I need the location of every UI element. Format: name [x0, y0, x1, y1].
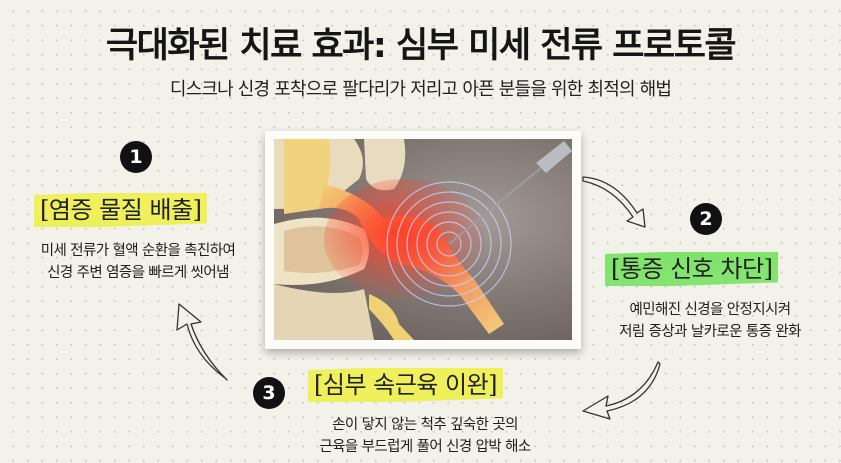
step-3-line-2: 근육을 부드럽게 풀어 신경 압박 해소 — [319, 439, 531, 455]
step-1-description: 미세 전류가 혈액 순환을 촉진하여 신경 주변 염증을 빠르게 씻어냄 — [8, 240, 268, 284]
step-2-description: 예민해진 신경을 안정지시켜 저림 증상과 날카로운 통증 완화 — [585, 299, 835, 343]
page-subtitle: 디스크나 신경 포착으로 팔다리가 저리고 아픈 분들을 위한 최적의 해법 — [169, 79, 672, 100]
step-2-line-2: 저림 증상과 날카로운 통증 완화 — [619, 324, 801, 340]
illustration-frame — [265, 131, 581, 349]
step-2-heading: [통증 신호 차단] — [605, 252, 779, 286]
step-3-description: 손이 닿지 않는 척추 깊숙한 곳의 근육을 부드럽게 풀어 신경 압박 해소 — [290, 414, 560, 458]
spine-nerve-illustration — [274, 139, 572, 340]
step-3-number-badge: 3 — [253, 377, 285, 409]
step-1-line-1: 미세 전류가 혈액 순환을 촉진하여 — [40, 243, 236, 259]
page-title: 극대화된 치료 효과: 심부 미세 전류 프로토콜 — [105, 26, 737, 66]
arrow-2-to-3-icon — [582, 361, 661, 420]
arrow-1-to-2-icon — [582, 176, 646, 228]
arrow-3-to-1-icon — [176, 303, 228, 381]
step-1-number-badge: 1 — [120, 141, 152, 173]
step-2-line-1: 예민해진 신경을 안정지시켜 — [629, 302, 792, 318]
step-1-heading: [염증 물질 배출] — [34, 193, 208, 227]
step-1-line-2: 신경 주변 염증을 빠르게 씻어냄 — [47, 265, 229, 281]
step-3-line-1: 손이 닿지 않는 척추 깊숙한 곳의 — [332, 417, 518, 433]
nerve-needle-icon — [274, 139, 572, 340]
step-2-number-badge: 2 — [690, 203, 722, 235]
step-3-heading: [심부 속근육 이완] — [308, 368, 504, 402]
